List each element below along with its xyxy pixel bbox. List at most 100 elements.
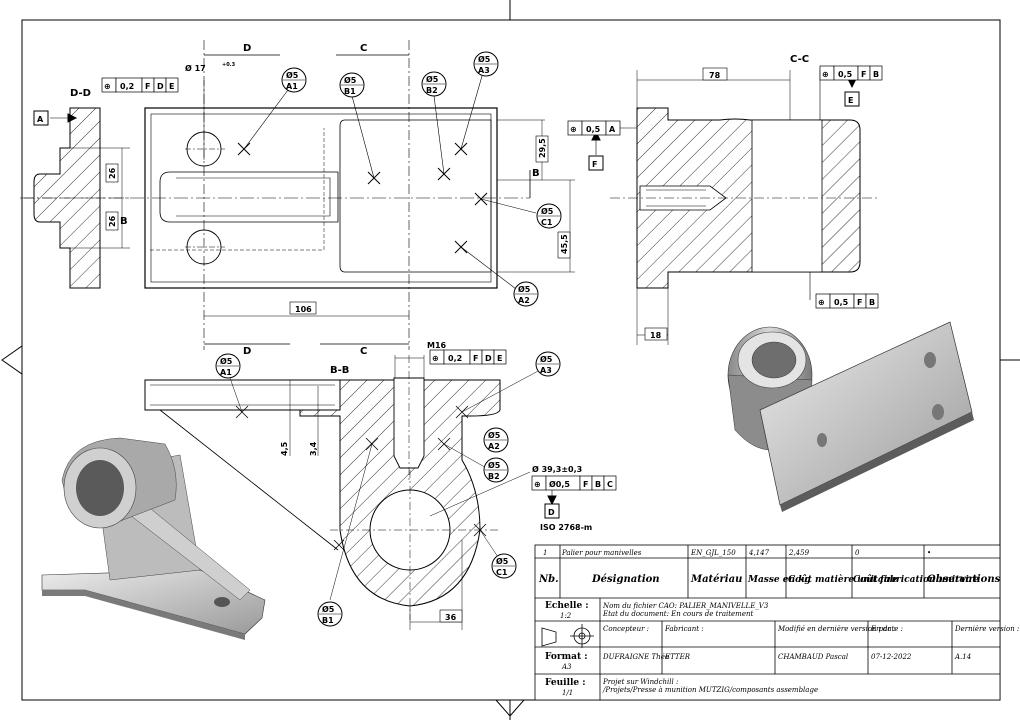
tb-row1-cost-material: 2,459 — [788, 549, 810, 557]
dim-26-bottom: 26 — [105, 211, 119, 231]
tb-row1-obs: • — [927, 549, 931, 557]
dim-3-4: 3,4 — [309, 441, 318, 456]
fcf-top-left: ⊕ 0,2 F D E — [101, 77, 179, 93]
tb-format-label: Format : — [545, 652, 588, 662]
svg-text:F: F — [583, 480, 588, 489]
tb-row1-material: EN_GJL_150 — [690, 549, 736, 557]
svg-text:Ø5: Ø5 — [322, 604, 335, 614]
title-block-text: 1 Palier pour manivelles EN_GJL_150 4,14… — [538, 549, 1019, 697]
tb-concepteur-label: Concepteur : — [603, 625, 649, 633]
tb-fabricant-label: Fabricant : — [664, 625, 704, 633]
dim-26-top: 26 — [105, 163, 119, 183]
fcf-m16: ⊕ 0,2 F D E — [429, 349, 507, 365]
svg-text:Ø5: Ø5 — [286, 70, 299, 80]
svg-text:A: A — [37, 115, 44, 124]
iso-view-right — [727, 321, 974, 512]
svg-text:⊕: ⊕ — [822, 70, 829, 79]
svg-text:0,5: 0,5 — [586, 125, 601, 134]
callout-a2-bottom: Ø5 A2 — [483, 427, 509, 453]
callout-b2-top: Ø5 B2 — [421, 71, 447, 97]
tb-row1-nb: 1 — [543, 549, 547, 557]
svg-text:C1: C1 — [541, 218, 553, 227]
svg-text:36: 36 — [445, 613, 457, 622]
datum-f: F — [588, 155, 604, 171]
tb-fabricant: ETTER — [664, 653, 691, 661]
tb-date: 07-12-2022 — [871, 653, 912, 661]
svg-text:A2: A2 — [518, 296, 530, 305]
dim-78: 78 — [702, 67, 728, 81]
callout-b1-top: Ø5 B1 — [339, 72, 365, 98]
dim-39-3: Ø 39,3±0,3 — [532, 464, 582, 474]
tb-hd-designation: Désignation — [591, 574, 660, 585]
tb-version: A.14 — [954, 653, 971, 661]
tb-row1-designation: Palier pour manivelles — [561, 549, 642, 557]
svg-text:0,2: 0,2 — [448, 354, 462, 363]
section-dd — [24, 107, 130, 289]
svg-text:A1: A1 — [220, 368, 232, 377]
svg-text:0,5: 0,5 — [838, 70, 853, 79]
svg-text:F: F — [592, 160, 597, 169]
dim-36: 36 — [439, 609, 463, 623]
svg-text:78: 78 — [709, 71, 721, 80]
svg-text:B1: B1 — [322, 616, 334, 625]
iso-tolerance-note: ISO 2768-m — [540, 523, 592, 532]
dim-106: 106 — [289, 301, 317, 315]
callout-c1-top: Ø5 C1 — [536, 203, 562, 229]
tb-projet-2: /Projets/Presse à munition MUTZIG/compos… — [602, 686, 818, 694]
svg-text:D: D — [548, 508, 555, 517]
tb-file-name: Nom du fichier CAO: PALIER_MANIVELLE_V3 — [602, 602, 769, 610]
iso-view-left — [41, 437, 266, 640]
svg-text:⊕: ⊕ — [432, 354, 439, 363]
svg-text:B: B — [595, 480, 601, 489]
svg-text:⊕: ⊕ — [818, 298, 825, 307]
svg-text:E: E — [497, 354, 502, 363]
svg-text:F: F — [861, 70, 866, 79]
svg-text:Ø5: Ø5 — [540, 354, 553, 364]
svg-text:45,5: 45,5 — [560, 234, 569, 254]
tb-date-label: En date : — [870, 625, 903, 633]
dim-4-5: 4,5 — [280, 441, 289, 456]
svg-text:0,5: 0,5 — [834, 298, 849, 307]
svg-text:B2: B2 — [488, 472, 500, 481]
cut-label-c-bottom: C — [360, 346, 367, 357]
tb-modifie: CHAMBAUD Pascal — [778, 653, 848, 661]
svg-text:A2: A2 — [488, 442, 500, 451]
svg-text:0,2: 0,2 — [120, 82, 134, 91]
dim-45-5: 45,5 — [557, 231, 571, 259]
svg-text:B: B — [873, 70, 879, 79]
tb-hd-cost-fab: Coût fabrication unitaire — [853, 574, 979, 585]
svg-text:Ø5: Ø5 — [488, 460, 501, 470]
svg-text:29,5: 29,5 — [538, 138, 547, 158]
svg-text:A3: A3 — [478, 66, 490, 75]
cut-label-d-top: D — [243, 43, 251, 54]
tb-concepteur: DUFRAIGNE Théo — [602, 653, 669, 661]
title-block — [534, 544, 1001, 701]
svg-text:C: C — [607, 480, 613, 489]
tb-hd-observations: Observations — [927, 574, 1001, 585]
svg-text:Ø5: Ø5 — [518, 284, 531, 294]
cut-label-d-bottom: D — [243, 346, 251, 357]
tb-projet-1: Projet sur Windchill : — [602, 678, 678, 686]
svg-text:Ø5: Ø5 — [426, 74, 439, 84]
datum-d: D — [544, 503, 560, 519]
svg-text:106: 106 — [295, 305, 312, 314]
svg-text:F: F — [857, 298, 862, 307]
fcf-cc-left: ⊕ 0,5 A — [567, 120, 621, 136]
section-bb — [144, 355, 557, 630]
callout-a1-bottom: Ø5 A1 — [215, 353, 241, 379]
svg-text:B: B — [120, 216, 128, 227]
svg-text:D: D — [157, 82, 164, 91]
section-cc — [591, 70, 880, 345]
tb-echelle-value: 1:2 — [560, 612, 572, 620]
svg-text:Ø5: Ø5 — [344, 75, 357, 85]
svg-text:A1: A1 — [286, 82, 298, 91]
svg-text:A3: A3 — [540, 366, 552, 375]
dim-m16: M16 — [427, 341, 447, 350]
callout-c1-bottom: Ø5 C1 — [491, 553, 517, 579]
svg-text:C1: C1 — [496, 568, 508, 577]
svg-text:B: B — [869, 298, 875, 307]
callout-b1-bottom: Ø5 B1 — [317, 601, 343, 627]
svg-text:F: F — [145, 82, 150, 91]
